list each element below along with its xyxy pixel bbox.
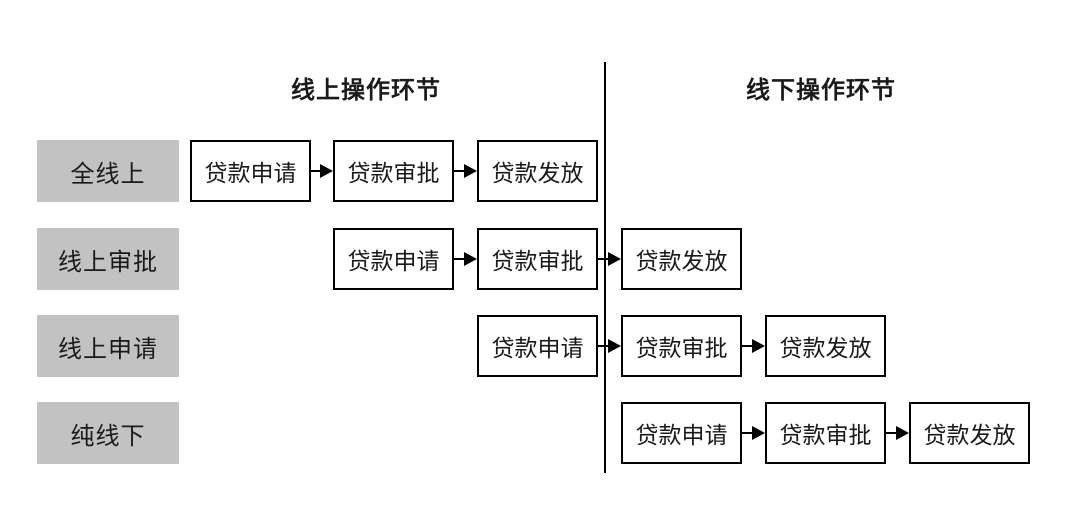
arrow-right-icon [608,339,621,353]
arrow-right-icon [320,164,333,178]
flow-box: 贷款申请 [477,315,598,377]
arrow-line [454,258,466,261]
section-divider-line [604,62,606,473]
arrow-line [742,345,754,348]
arrow-line [742,432,754,435]
flow-box: 贷款发放 [477,140,598,202]
flow-box: 贷款审批 [333,140,454,202]
flow-box: 贷款审批 [477,228,598,290]
flow-box: 贷款审批 [765,402,886,464]
flow-box: 贷款申请 [333,228,454,290]
flow-box: 贷款申请 [621,402,742,464]
offline-section-title: 线下操作环节 [746,77,896,104]
flow-box: 贷款申请 [190,140,311,202]
arrow-line [454,170,466,173]
online-section-title: 线上操作环节 [291,77,441,104]
row-label: 线上审批 [37,228,179,290]
flow-box: 贷款发放 [909,402,1030,464]
row-label: 线上申请 [37,315,179,377]
row-label: 纯线下 [37,402,179,464]
arrow-right-icon [464,164,477,178]
flow-box: 贷款审批 [621,315,742,377]
arrow-right-icon [752,339,765,353]
arrow-right-icon [464,252,477,266]
flow-box: 贷款发放 [621,228,742,290]
arrow-right-icon [896,426,909,440]
flow-box: 贷款发放 [765,315,886,377]
arrow-line [886,432,898,435]
arrow-line [311,170,322,173]
arrow-line [598,345,610,348]
arrow-right-icon [752,426,765,440]
row-label: 全线上 [37,140,179,202]
arrow-right-icon [608,252,621,266]
arrow-line [598,258,610,261]
